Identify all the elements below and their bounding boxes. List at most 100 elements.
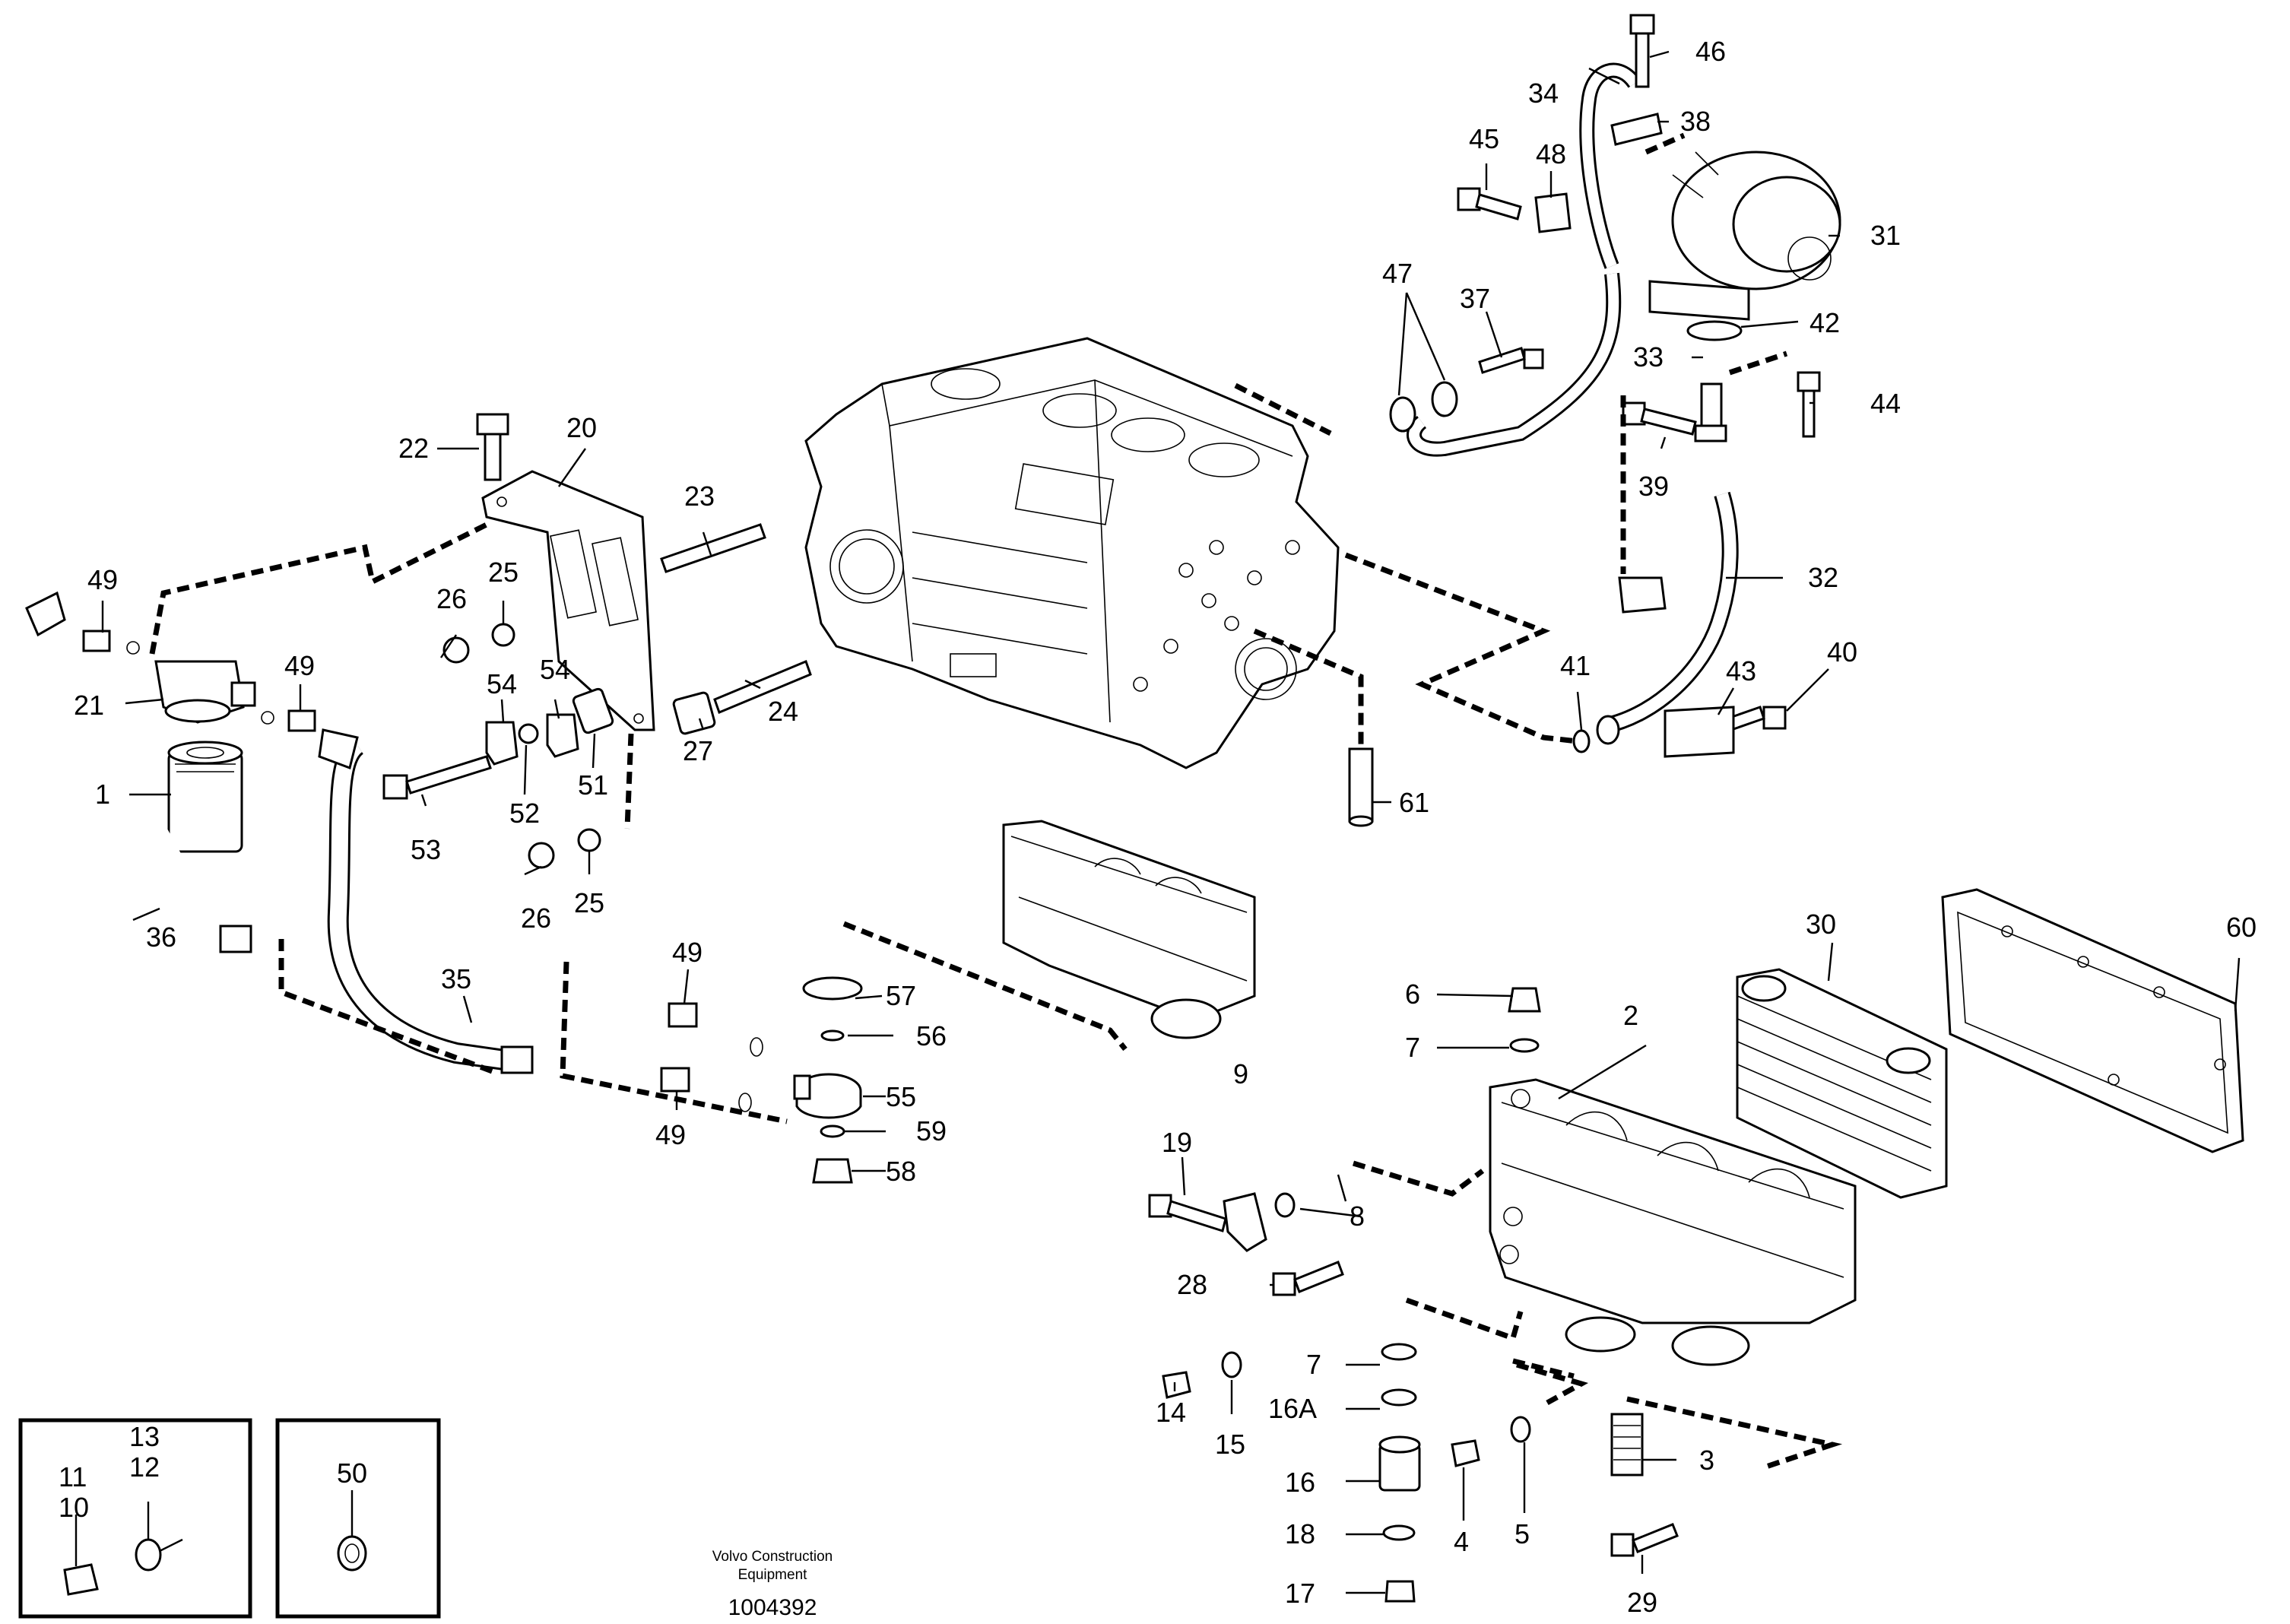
- document-number: 1004392: [728, 1595, 817, 1620]
- clamps-54: [485, 713, 579, 766]
- callout-1: 1: [95, 779, 110, 810]
- callout-20: 20: [566, 412, 597, 443]
- callout-30: 30: [1806, 909, 1836, 940]
- callout-7-bottom: 7: [1306, 1349, 1321, 1380]
- stud-24: [713, 660, 812, 714]
- callout-13: 13: [129, 1421, 160, 1452]
- gasket-38: [1610, 113, 1663, 146]
- sleeve-61: [1348, 747, 1374, 827]
- callout-54-a: 54: [487, 668, 517, 699]
- bolt-46: [1629, 14, 1655, 88]
- callout-35: 35: [441, 963, 471, 994]
- stud-3: [1610, 1413, 1644, 1477]
- oil-filter: [167, 741, 243, 853]
- gasket-9: [1223, 1192, 1267, 1252]
- callout-43: 43: [1726, 655, 1756, 687]
- seals-55-59: [793, 976, 863, 1184]
- callout-38: 38: [1680, 106, 1711, 137]
- callout-16: 16: [1285, 1467, 1315, 1498]
- callout-24: 24: [768, 696, 798, 727]
- callout-50: 50: [337, 1457, 367, 1489]
- bolt-53: [382, 755, 492, 800]
- callout-21: 21: [74, 690, 104, 721]
- callout-26-bottom: 26: [521, 902, 551, 934]
- callout-44: 44: [1870, 388, 1901, 419]
- callout-22: 22: [398, 433, 429, 464]
- callout-27: 27: [683, 735, 713, 766]
- hose-36: [15, 591, 252, 953]
- bolt-44: [1797, 371, 1821, 438]
- callout-47: 47: [1382, 258, 1413, 289]
- bolt-37: [1478, 347, 1544, 374]
- callout-42: 42: [1809, 307, 1840, 338]
- callout-25-bottom: 25: [574, 887, 604, 918]
- inset-box-50: [275, 1418, 441, 1619]
- callout-51: 51: [578, 769, 608, 801]
- callout-61: 61: [1399, 787, 1429, 818]
- sleeve-51: [572, 687, 614, 734]
- washers-47: [1389, 381, 1458, 433]
- bolt-29: [1610, 1523, 1679, 1557]
- callout-57: 57: [886, 980, 916, 1011]
- oring-41: [1572, 715, 1620, 753]
- callout-7-top: 7: [1405, 1032, 1420, 1063]
- bolt-39: [1622, 401, 1697, 436]
- callout-41: 41: [1560, 650, 1591, 681]
- callout-54-b: 54: [540, 654, 570, 685]
- callout-55: 55: [886, 1081, 916, 1112]
- fittings-49-lower: [660, 1002, 763, 1112]
- bolt-28: [1272, 1261, 1344, 1296]
- callout-36: 36: [146, 921, 176, 953]
- clip-48: [1534, 192, 1572, 233]
- turbocharger-31: [1648, 151, 1841, 321]
- callout-25-top: 25: [488, 557, 519, 588]
- pipe-33: [1694, 382, 1727, 442]
- callout-37: 37: [1460, 283, 1490, 314]
- bolt-19: [1148, 1194, 1227, 1232]
- pipe-32: [1602, 491, 1739, 734]
- washer-7-top: [1509, 1038, 1540, 1053]
- hose-35: [318, 728, 534, 1074]
- callout-32: 32: [1808, 562, 1838, 593]
- callout-8: 8: [1350, 1201, 1365, 1232]
- filter-head: [154, 660, 256, 724]
- engine-block: [804, 337, 1340, 769]
- inset-box-10-13: [18, 1418, 252, 1619]
- callout-33: 33: [1633, 341, 1664, 373]
- gasket-42: [1686, 320, 1743, 341]
- callout-17: 17: [1285, 1578, 1315, 1609]
- callout-48: 48: [1536, 138, 1566, 170]
- callout-52: 52: [509, 798, 540, 829]
- washer-18: [1382, 1524, 1416, 1541]
- callout-10: 10: [59, 1492, 89, 1523]
- fitting-49-right: [261, 709, 316, 732]
- callout-49-b: 49: [284, 650, 315, 681]
- callout-9: 9: [1233, 1058, 1248, 1090]
- oil-cooler-housing-upper: [1002, 820, 1256, 1039]
- callout-16A: 16A: [1268, 1393, 1317, 1424]
- callout-58: 58: [886, 1156, 916, 1187]
- callout-2: 2: [1623, 1000, 1638, 1031]
- callout-3: 3: [1699, 1445, 1714, 1476]
- stud-23: [660, 523, 766, 573]
- callout-49-a: 49: [87, 564, 118, 595]
- callout-45: 45: [1469, 123, 1499, 154]
- callout-46: 46: [1695, 36, 1726, 67]
- callout-19: 19: [1162, 1127, 1192, 1158]
- pipe-37: [1407, 272, 1622, 457]
- connection-lines: [149, 132, 1843, 1470]
- washers-7-16A: [1381, 1343, 1417, 1407]
- callout-12: 12: [129, 1451, 160, 1483]
- bracket-20: [481, 470, 655, 731]
- footer: Volvo Construction Equipment 1004392: [712, 1549, 833, 1620]
- callout-60: 60: [2226, 912, 2257, 943]
- callout-5: 5: [1515, 1518, 1530, 1549]
- callout-31: 31: [1870, 220, 1901, 251]
- callout-18: 18: [1285, 1518, 1315, 1549]
- callout-34: 34: [1528, 78, 1559, 109]
- callout-11: 11: [59, 1461, 87, 1492]
- leader-lines: [101, 50, 2241, 1594]
- callouts: 1 2 3 4 5 6 7 7 8 9 10 11 12 13 14 15 16…: [59, 36, 2257, 1618]
- callout-26-top: 26: [436, 583, 467, 614]
